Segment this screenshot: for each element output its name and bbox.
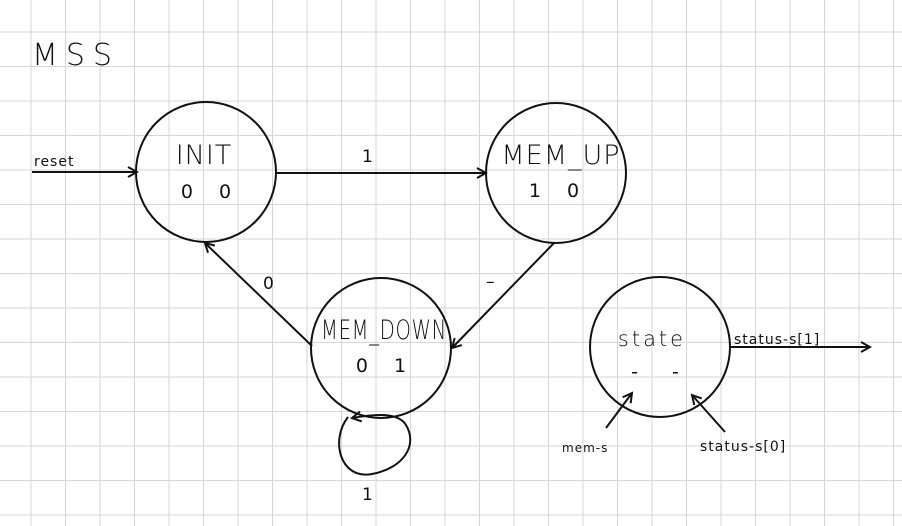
- state-mem-up-code: 1 0: [529, 180, 589, 202]
- transition-memdown-self-loop: [338, 415, 412, 476]
- state-init: INIT 0 0: [135, 101, 277, 243]
- state-mem-up-circle: [485, 102, 627, 244]
- state-mem-down: MEM_DOWN 0 1: [310, 277, 452, 419]
- reset-label: reset: [34, 154, 74, 170]
- transition-memdown-to-init-label: 0: [263, 274, 274, 294]
- state-mem-up: MEM_UP 1 0: [485, 102, 627, 244]
- state-init-name: INIT: [176, 140, 233, 171]
- legend-right-label: status-s[0]: [700, 439, 786, 455]
- transition-memup-to-memdown: [452, 242, 555, 348]
- transition-memup-to-memdown-label: –: [486, 272, 495, 292]
- notation-legend: state - - status-s[1] mem-s status-s[0]: [562, 276, 870, 455]
- legend-left-label: mem-s: [562, 441, 608, 455]
- legend-right-pointer: [692, 395, 726, 433]
- diagram-title: MSS: [32, 38, 120, 73]
- transition-init-to-memup-label: 1: [362, 147, 373, 167]
- state-init-circle: [135, 101, 277, 243]
- legend-left-pointer: [605, 393, 632, 429]
- legend-state-label: state: [618, 327, 686, 351]
- state-mem-down-name: MEM_DOWN: [321, 315, 447, 346]
- state-mem-up-name: MEM_UP: [501, 140, 620, 171]
- transition-memdown-to-init: [205, 243, 313, 347]
- state-init-code: 0 0: [181, 181, 241, 203]
- legend-output-right-label: status-s[1]: [734, 332, 820, 348]
- legend-outputs: - -: [631, 361, 693, 383]
- state-mem-down-circle: [310, 277, 452, 419]
- transition-memdown-self-label: 1: [362, 485, 373, 505]
- state-mem-down-code: 0 1: [356, 355, 416, 377]
